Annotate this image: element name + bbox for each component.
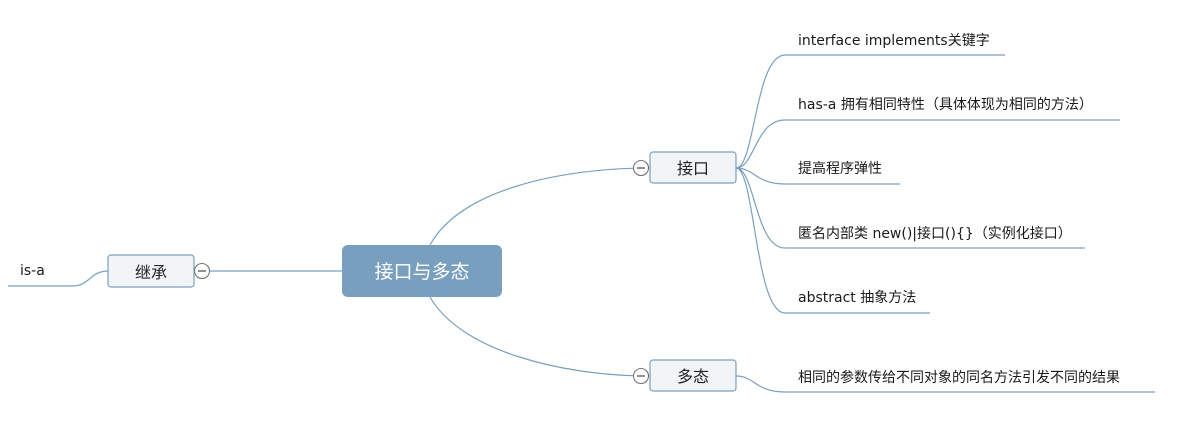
branch-node-interface[interactable]: 接口: [649, 151, 737, 184]
leaf-interface-keywords[interactable]: interface implements关键字: [798, 33, 990, 49]
branch-node-polymorphism-label: 多态: [677, 367, 709, 386]
connector-interface-leaf-4: [735, 167, 1085, 249]
connector-interface-leaf-5: [735, 167, 930, 314]
connector-root-polymorphism: [429, 296, 651, 377]
branch-node-interface-box: [649, 151, 737, 184]
branch-node-polymorphism-box: [649, 359, 737, 392]
collapse-toggle-inheritance[interactable]: [193, 262, 211, 280]
connector-interface-leaf-2: [735, 119, 1120, 169]
collapse-toggle-polymorphism[interactable]: [632, 367, 650, 385]
branch-node-interface-label: 接口: [677, 159, 709, 178]
root-node-box: [342, 245, 502, 297]
leaf-abstract-method[interactable]: abstract 抽象方法: [798, 290, 916, 306]
leaf-anonymous-class[interactable]: 匿名内部类 new()|接口(){}（实例化接口）: [798, 225, 1072, 242]
leaf-flexibility[interactable]: 提高程序弹性: [798, 160, 882, 177]
branch-node-inheritance[interactable]: 继承: [107, 254, 195, 288]
connector-root-interface: [429, 167, 651, 246]
leaf-polymorphism-definition[interactable]: 相同的参数传给不同对象的同名方法引发不同的结果: [798, 369, 1120, 386]
connector-inheritance-leaf-1: [8, 270, 109, 287]
root-node[interactable]: 接口与多态: [342, 245, 502, 297]
connector-polymorphism-leaf-1: [735, 375, 1155, 393]
branch-node-polymorphism[interactable]: 多态: [649, 359, 737, 392]
root-node-label: 接口与多态: [374, 261, 469, 283]
collapse-toggle-interface[interactable]: [632, 159, 650, 177]
branch-node-inheritance-label: 继承: [135, 263, 167, 282]
connector-interface-leaf-3: [735, 167, 900, 185]
leaf-is-a[interactable]: is-a: [20, 263, 45, 279]
leaf-has-a[interactable]: has-a 拥有相同特性（具体体现为相同的方法）: [798, 97, 1093, 113]
connector-interface-leaf-1: [735, 54, 1005, 169]
